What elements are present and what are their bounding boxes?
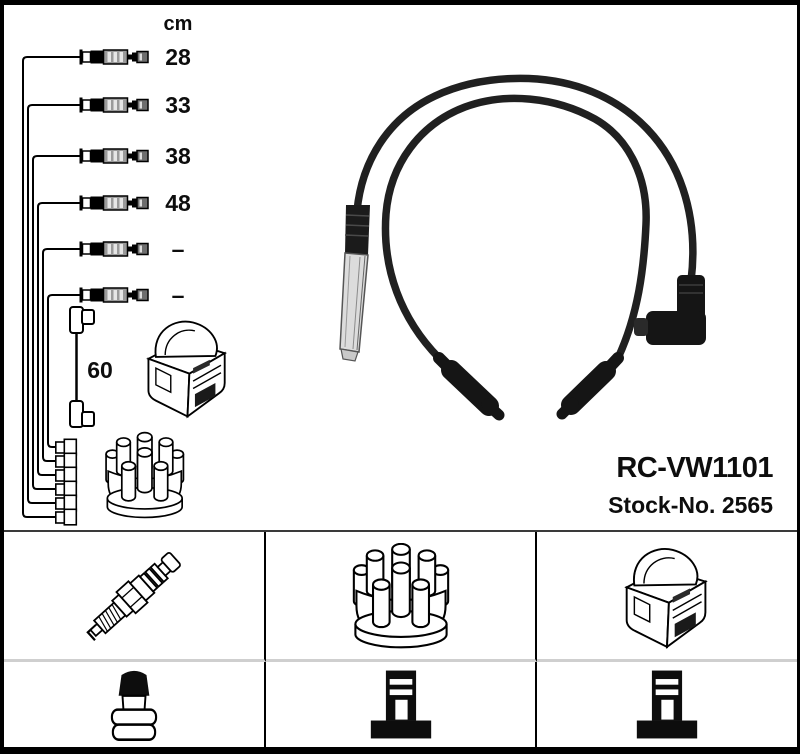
- inner-cable: [381, 94, 650, 362]
- distributor-connector-icon: [636, 670, 698, 739]
- component-legend-grid: [4, 530, 797, 747]
- product-code: RC-VW1101: [616, 452, 773, 484]
- legend-cell-distributor-connector: [537, 662, 797, 747]
- legend-cell-coil-connector: [266, 662, 537, 747]
- coil-connector-icon: [370, 670, 431, 739]
- long-plug-connector: [339, 205, 370, 362]
- coil-cable-length-label: 60: [87, 357, 113, 383]
- frame-border-right: [797, 0, 800, 754]
- frame-border-bottom: [0, 747, 800, 754]
- straight-connectors: [433, 352, 624, 421]
- ignition-lead-set-photo: [339, 74, 706, 421]
- bracket-wires: [22, 56, 66, 518]
- legend-cell-distributor-cap: [266, 532, 537, 662]
- distributor-cap-icon: [352, 542, 449, 648]
- right-angle-boot-connector: [634, 275, 706, 345]
- distributor-cap-schematic-icon: [105, 431, 185, 519]
- cable-length-label: 28: [165, 44, 191, 70]
- frame-border-top: [0, 0, 800, 5]
- outer-cable: [353, 74, 697, 285]
- plug-terminal-nut-icon: [110, 669, 158, 741]
- ignition-coil-schematic-icon: [147, 320, 226, 418]
- cable-length-label: –: [171, 282, 185, 308]
- legend-cell-plug-terminal: [4, 662, 266, 747]
- unit-header: cm: [163, 13, 193, 35]
- legend-cell-ignition-coil: [537, 532, 797, 662]
- cable-length-label: 48: [165, 190, 191, 216]
- frame-border-left: [0, 0, 4, 754]
- stock-number: Stock-No. 2565: [608, 492, 773, 518]
- cable-length-label: 38: [165, 143, 191, 169]
- spark-plug-icon: [79, 546, 186, 647]
- cable-length-schematic: [22, 0, 226, 526]
- ignition-coil-icon: [625, 547, 707, 648]
- cable-length-label: –: [171, 236, 185, 262]
- legend-cell-spark-plug: [4, 532, 266, 662]
- coil-cable-drawing: [69, 306, 95, 428]
- cable-length-label: 33: [165, 92, 191, 118]
